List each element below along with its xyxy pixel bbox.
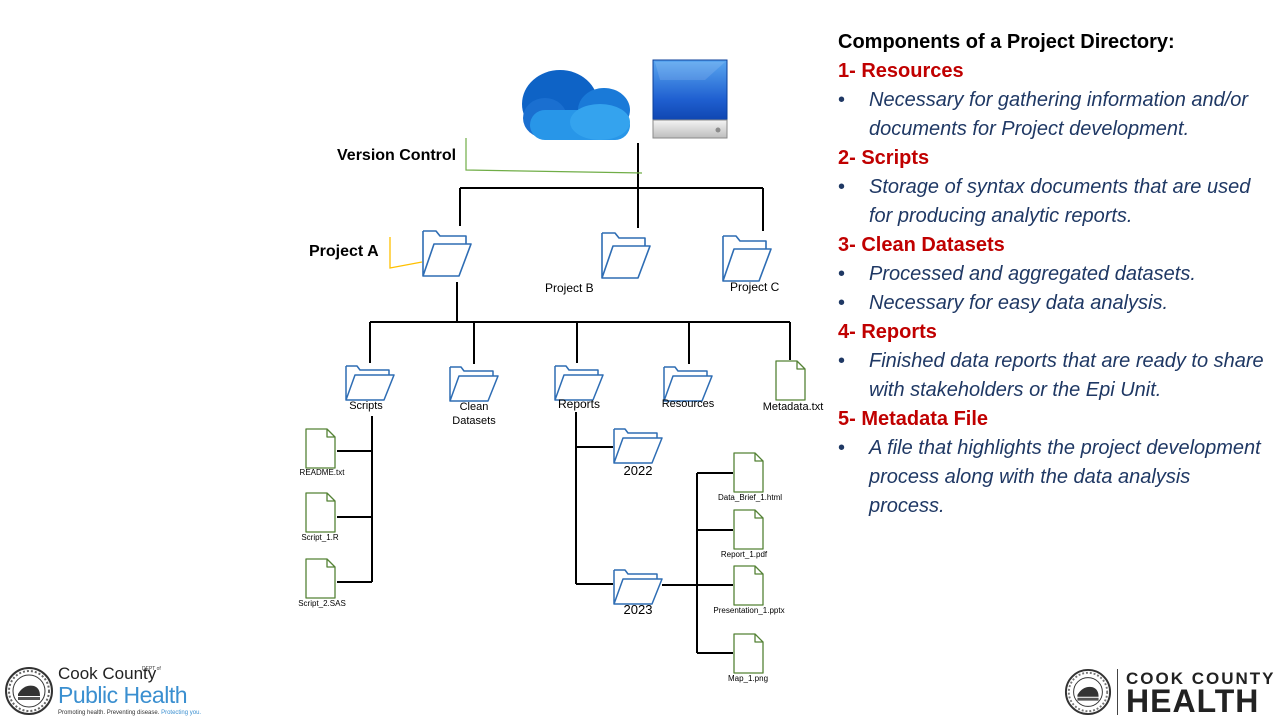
bullet-clean-datasets-1: •Processed and aggregated datasets. — [838, 263, 1196, 285]
section-title-metadata: 5- Metadata File — [838, 408, 989, 430]
clean-datasets-folder-label: Clean Datasets — [452, 400, 495, 428]
reports-folder-label: Reports — [557, 397, 601, 411]
logo-divider — [1117, 669, 1118, 715]
cloud-storage-icon — [522, 70, 630, 140]
version-control-label: Version Control — [337, 147, 457, 164]
year-2022-folder-icon[interactable] — [613, 428, 663, 464]
county-seal-icon — [5, 667, 53, 715]
data-brief-file-label: Data_Brief_1.html — [717, 493, 783, 502]
bullet-resources-1: •Necessary for gathering information and… — [838, 89, 1249, 140]
clean-datasets-folder-icon[interactable] — [449, 366, 499, 402]
project-a-connectors — [337, 282, 791, 654]
metadata-file-label: Metadata.txt — [762, 401, 824, 413]
bullet-clean-datasets-2: •Necessary for easy data analysis. — [838, 292, 1169, 314]
bullet-text: Necessary for easy data analysis. — [869, 292, 1169, 314]
bullet-text: Storage of syntax documents that are use… — [869, 176, 1251, 227]
project-a-folder-icon[interactable] — [422, 230, 472, 277]
bullet-text: Processed and aggregated datasets. — [869, 263, 1196, 285]
script-r-file-label: Script_1.R — [301, 533, 339, 542]
data-brief-file-icon[interactable] — [733, 452, 764, 493]
logo-left-dept: DEPT of — [142, 666, 161, 672]
section-title-reports: 4- Reports — [838, 321, 937, 343]
readme-file-icon[interactable] — [305, 428, 336, 469]
panel-heading: Components of a Project Directory: — [838, 31, 1175, 53]
section-title-clean-datasets: 3- Clean Datasets — [838, 234, 1005, 256]
logo-left-line2: Public Health — [58, 682, 188, 708]
cook-county-health-logo: COOK COUNTY HEALTH — [1062, 666, 1276, 718]
top-connectors — [459, 143, 764, 231]
directory-diagram — [305, 59, 806, 674]
bullet-metadata-1: •A file that highlights the project deve… — [838, 437, 1261, 517]
project-c-folder-icon[interactable] — [722, 235, 772, 282]
project-a-label: Project A — [309, 243, 379, 260]
resources-folder-label: Resources — [661, 398, 715, 410]
resources-folder-icon[interactable] — [663, 366, 713, 402]
tagline-part-b: Protecting you. — [161, 710, 202, 716]
reports-folder-icon[interactable] — [554, 365, 604, 401]
year-2023-folder-icon[interactable] — [613, 569, 663, 605]
bullet-reports-1: •Finished data reports that are ready to… — [838, 350, 1264, 401]
section-title-scripts: 2- Scripts — [838, 147, 930, 169]
project-b-label: Project B — [545, 281, 594, 295]
map-file-label: Map_1.png — [727, 674, 769, 683]
scripts-folder-icon[interactable] — [345, 365, 395, 401]
metadata-file-icon[interactable] — [775, 360, 806, 401]
year-2023-label: 2023 — [623, 602, 653, 617]
version-control-callout — [465, 138, 643, 174]
logo-right-line1: COOK COUNTY — [1126, 669, 1276, 688]
components-panel: Components of a Project Directory: 1- Re… — [838, 28, 1268, 521]
bullet-scripts-1: •Storage of syntax documents that are us… — [838, 176, 1251, 227]
script-sas-file-label: Script_2.SAS — [298, 599, 346, 608]
bullet-text: Necessary for gathering information and/… — [869, 89, 1249, 140]
project-a-callout — [389, 237, 423, 269]
cook-county-public-health-logo: Cook County DEPT of Public Health Promot… — [4, 664, 204, 718]
tagline-part-a: Promoting health. Preventing disease. — [58, 710, 162, 716]
project-c-label: Project C — [730, 280, 780, 294]
logo-right-line2: HEALTH — [1126, 683, 1260, 719]
report-pdf-file-icon[interactable] — [733, 509, 764, 550]
bullet-text: A file that highlights the project devel… — [869, 437, 1261, 517]
logo-left-line1: Cook County — [58, 664, 157, 683]
clean-datasets-label-line1: Clean — [459, 401, 489, 413]
section-title-resources: 1- Resources — [838, 60, 964, 82]
script-r-file-icon[interactable] — [305, 492, 336, 533]
year-2022-label: 2022 — [623, 463, 653, 478]
bullet-text: Finished data reports that are ready to … — [869, 350, 1264, 401]
map-file-icon[interactable] — [733, 633, 764, 674]
county-seal-icon — [1064, 668, 1112, 716]
presentation-file-label: Presentation_1.pptx — [713, 606, 785, 615]
readme-file-label: README.txt — [299, 468, 345, 477]
presentation-file-icon[interactable] — [733, 565, 764, 606]
logo-left-tagline: Promoting health. Preventing disease. Pr… — [58, 710, 201, 716]
scripts-folder-label: Scripts — [349, 400, 383, 412]
report-pdf-file-label: Report_1.pdf — [720, 550, 768, 559]
clean-datasets-label-line2: Datasets — [452, 415, 496, 427]
script-sas-file-icon[interactable] — [305, 558, 336, 599]
hard-drive-icon — [652, 59, 728, 139]
project-b-folder-icon[interactable] — [601, 232, 651, 279]
